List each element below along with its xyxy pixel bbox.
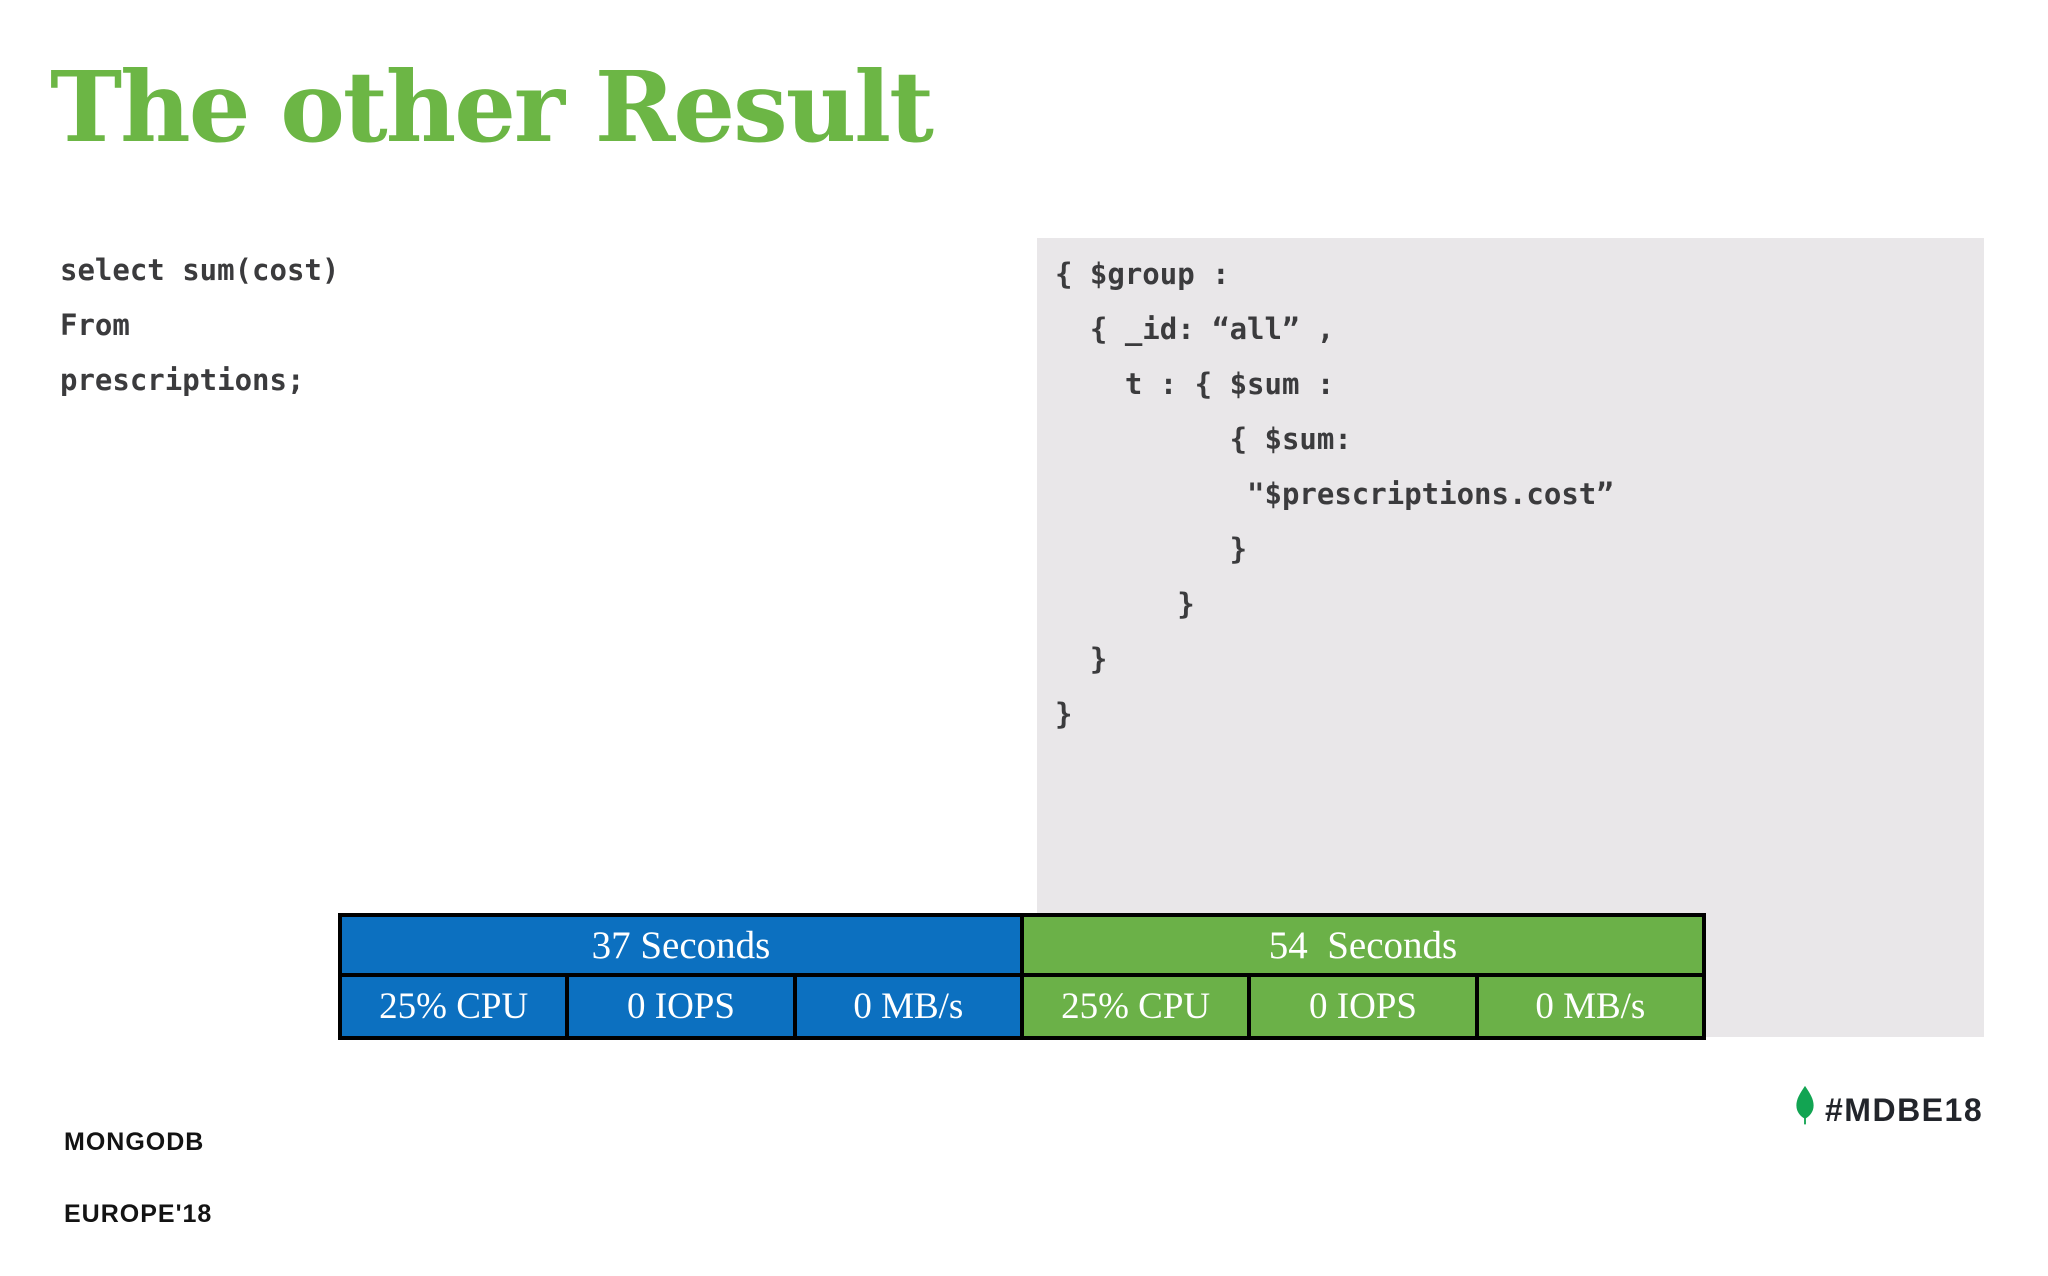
- sql-code-line: From: [60, 308, 130, 342]
- results-header-row: 37 Seconds 54 Seconds: [338, 913, 1707, 977]
- results-header-green: 54 Seconds: [1019, 913, 1707, 977]
- event-hashtag: #MDBE18: [1794, 1084, 1983, 1128]
- result-cell-mbs-blue: 0 MB/s: [792, 973, 1024, 1040]
- mongo-code-line: { $group :: [1055, 257, 1230, 291]
- logo-line-1: MONGODB: [64, 1128, 205, 1156]
- sql-code-line: select sum(cost): [60, 253, 340, 287]
- sql-code-line: prescriptions;: [60, 363, 305, 397]
- mongo-code-panel: { $group : { _id: “all” , t : { $sum : {…: [1037, 238, 1984, 1037]
- mongo-code-line: "$prescriptions.cost”: [1055, 477, 1614, 511]
- result-cell-cpu-green: 25% CPU: [1019, 973, 1252, 1040]
- results-table: 37 Seconds 54 Seconds 25% CPU 0 IOPS 0 M…: [337, 913, 1707, 1040]
- hashtag-label: #MDBE18: [1825, 1092, 1984, 1128]
- mongodb-europe-logo: MONGODB EUROPE'18: [64, 1082, 212, 1274]
- result-cell-mbs-green: 0 MB/s: [1474, 973, 1707, 1040]
- mongo-code-line: }: [1055, 697, 1073, 731]
- slide: The other Result select sum(cost) From p…: [50, 50, 1984, 1227]
- logo-line-2: EUROPE'18: [64, 1200, 213, 1228]
- mongo-code-line: { _id: “all” ,: [1055, 312, 1335, 346]
- page-title: The other Result: [50, 50, 934, 164]
- mongo-code-line: }: [1055, 532, 1248, 566]
- mongo-code-line: { $sum:: [1055, 422, 1352, 456]
- mongo-code-line: t : { $sum :: [1055, 367, 1335, 401]
- result-cell-iops-green: 0 IOPS: [1247, 973, 1479, 1040]
- result-cell-cpu-blue: 25% CPU: [337, 973, 570, 1040]
- result-cell-iops-blue: 0 IOPS: [565, 973, 797, 1040]
- sql-code-block: select sum(cost) From prescriptions;: [60, 243, 339, 408]
- mongo-code-line: }: [1055, 642, 1108, 676]
- mongo-code-block: { $group : { _id: “all” , t : { $sum : {…: [1055, 247, 1614, 742]
- mongodb-leaf-icon: [1796, 1085, 1814, 1125]
- mongo-code-line: }: [1055, 587, 1195, 621]
- results-header-blue: 37 Seconds: [338, 913, 1024, 977]
- results-metrics-row: 25% CPU 0 IOPS 0 MB/s 25% CPU 0 IOPS 0 M…: [337, 973, 1707, 1040]
